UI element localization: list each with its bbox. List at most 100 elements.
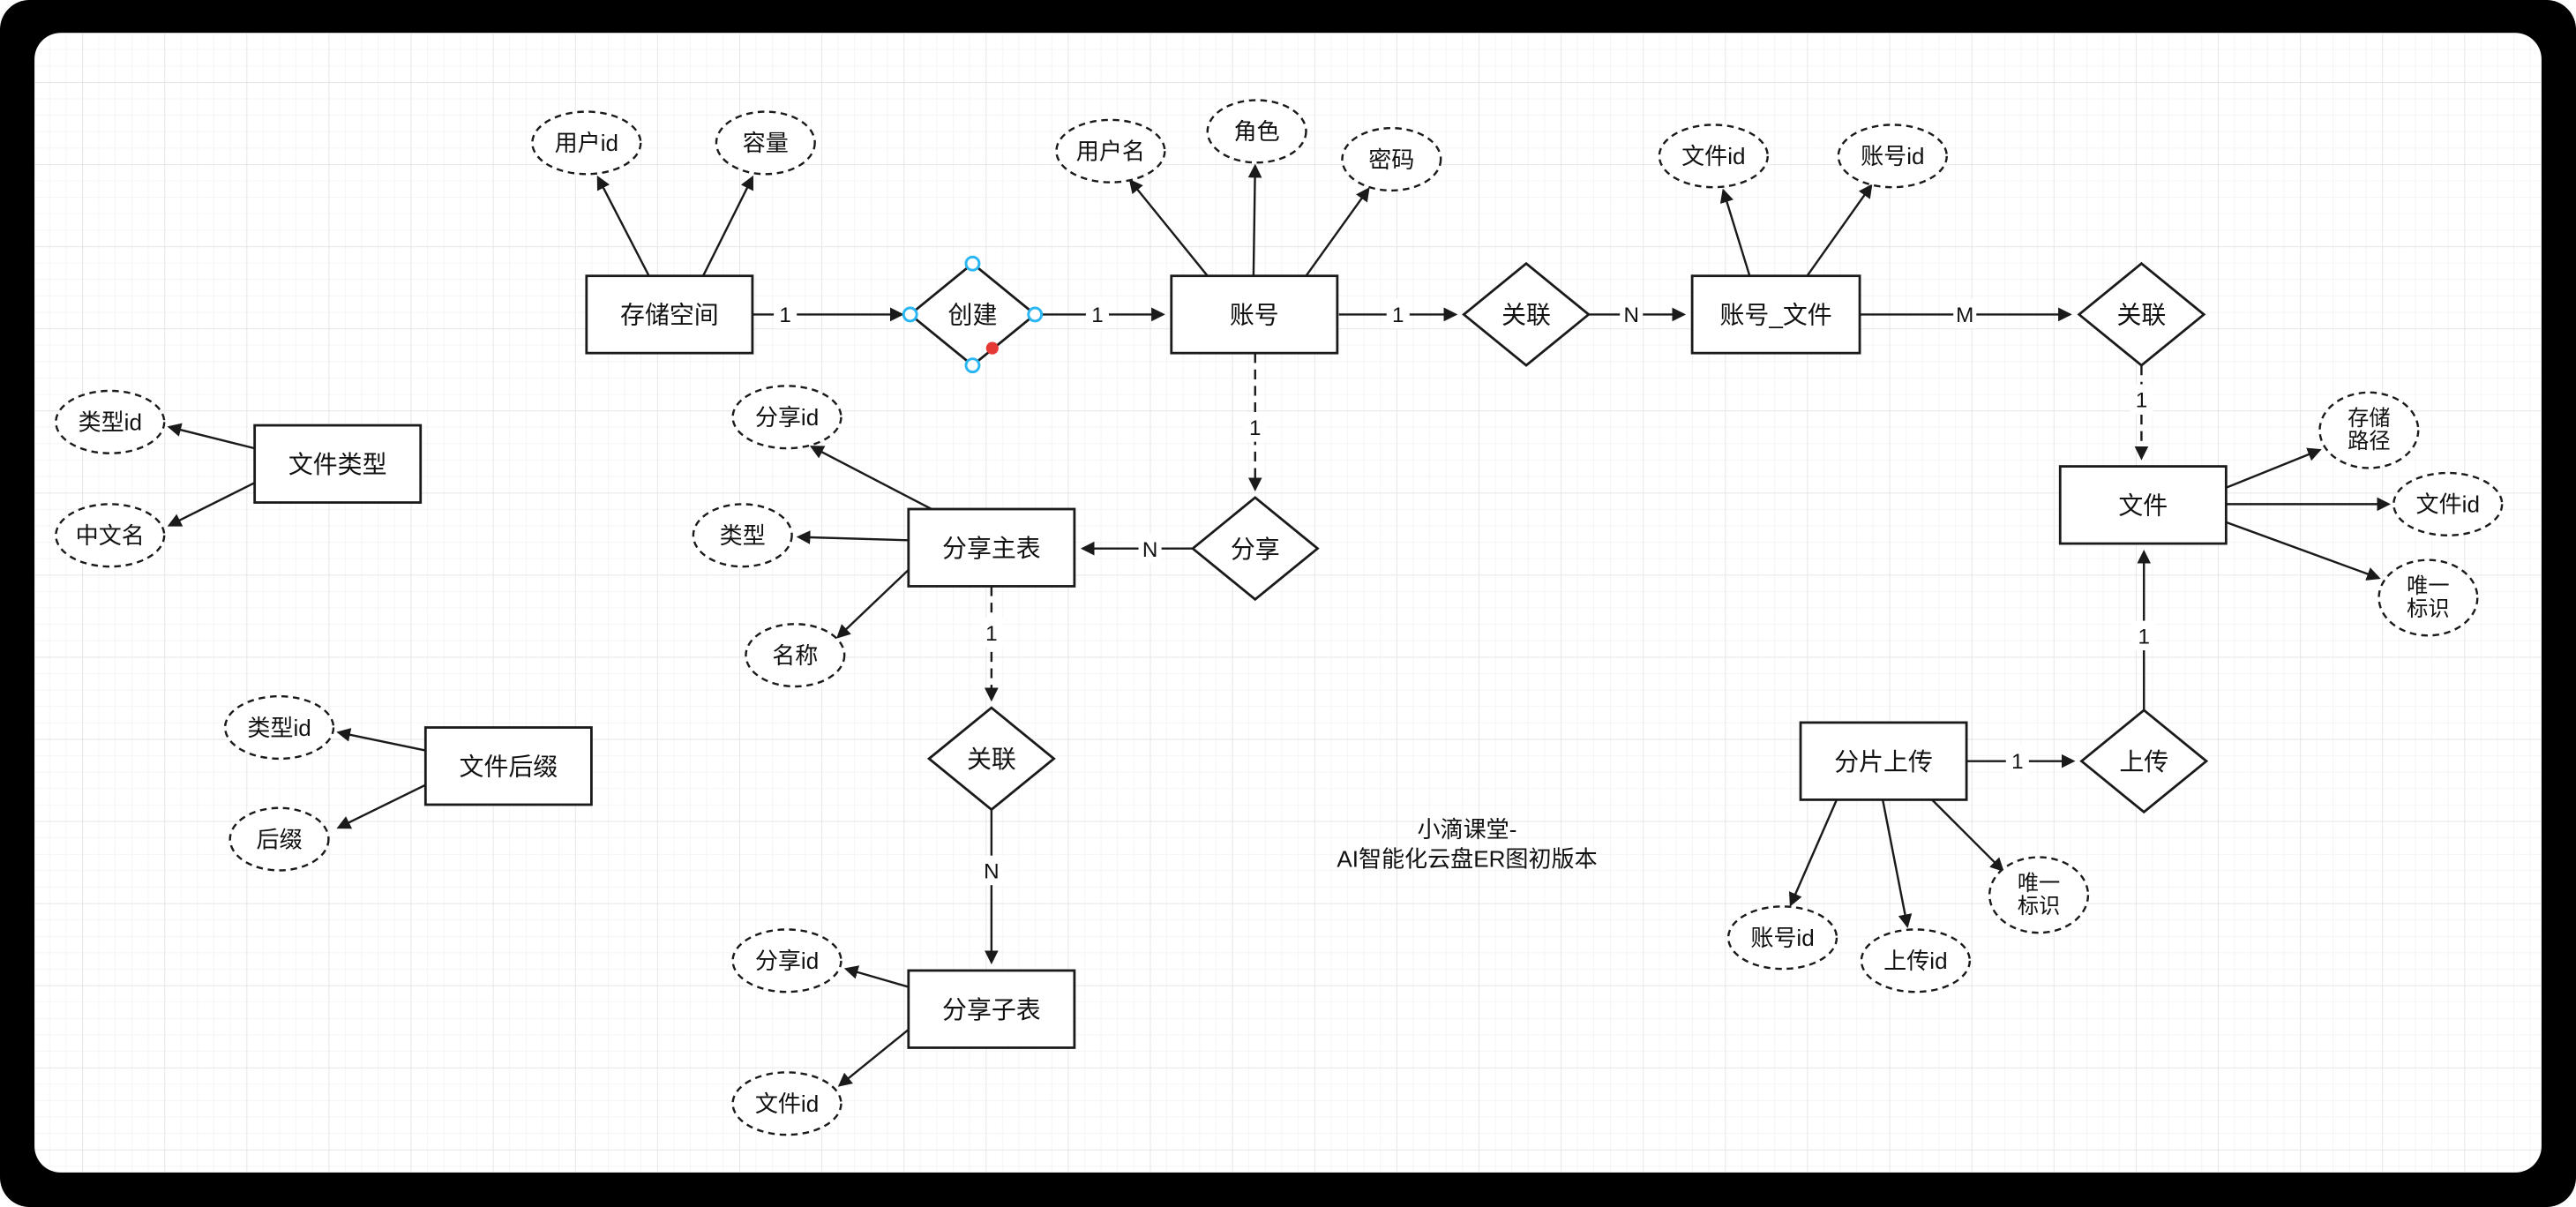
edge-file-storagepath[interactable] [2225, 447, 2322, 489]
attribute-user-id[interactable]: 用户id [531, 110, 642, 176]
edge-chunkupload-unique[interactable] [1931, 798, 2004, 873]
canvas-grid [34, 33, 2542, 1173]
attribute-account-id-b[interactable]: 账号id [1726, 905, 1838, 971]
edge-chunkupload-uploadid[interactable] [1881, 799, 1913, 929]
edge-sharemain-name[interactable] [836, 568, 910, 639]
svg-text:路径: 路径 [2348, 430, 2390, 454]
edge-account-role[interactable] [1247, 163, 1262, 276]
svg-text:唯一: 唯一 [2018, 872, 2060, 896]
edge-file-unique[interactable] [2225, 521, 2381, 581]
selection-handle-right[interactable] [1027, 306, 1044, 323]
svg-text:存储: 存储 [2348, 407, 2390, 431]
relation-upload[interactable]: 上传 [2079, 708, 2209, 814]
attribute-file-id-b[interactable]: 文件id [731, 1071, 842, 1136]
relation-assoc-share[interactable]: 关联 [926, 706, 1056, 812]
relation-share[interactable]: 分享 [1190, 496, 1320, 602]
entity-share-sub[interactable]: 分享子表 [907, 969, 1076, 1049]
entity-chunk-upload[interactable]: 分片上传 [1799, 721, 1968, 801]
cardinality-assoc-accountfile[interactable]: N [1620, 298, 1644, 329]
entity-file[interactable]: 文件 [2058, 465, 2228, 545]
cardinality-chunkupload-upload[interactable]: 1 [2005, 745, 2029, 776]
svg-text:容量: 容量 [743, 130, 789, 156]
svg-text:分享主表: 分享主表 [942, 535, 1041, 562]
edge-filetype-cnname[interactable] [167, 482, 256, 527]
svg-text:文件类型: 文件类型 [288, 451, 387, 478]
attribute-suffix[interactable]: 后缀 [228, 806, 330, 872]
svg-text:账号id: 账号id [1750, 925, 1814, 951]
attributes-layer: 用户id 容量 用户名 角色 密码 文件id 账号id 类型id [55, 99, 2504, 1136]
cardinality-assoc2-file[interactable]: 1 [2130, 384, 2153, 415]
svg-text:1: 1 [1249, 416, 1261, 440]
cardinality-upload-file[interactable]: 1 [2132, 620, 2156, 651]
edge-filetype-typeid[interactable] [167, 423, 255, 450]
attribute-file-id-c[interactable]: 文件id [2393, 471, 2504, 536]
cardinality-create-account[interactable]: 1 [1085, 298, 1110, 329]
entity-share-main[interactable]: 分享主表 [907, 507, 1076, 588]
attribute-unique-a[interactable]: 唯一 标识 [2378, 559, 2479, 637]
edge-sharesub-fileid[interactable] [837, 1029, 910, 1087]
edge-storage-capacity[interactable] [701, 175, 753, 277]
svg-text:文件后缀: 文件后缀 [460, 753, 558, 781]
selection-handle-bottom[interactable] [964, 357, 981, 374]
edge-sharemain-type[interactable] [796, 530, 909, 544]
entity-storage-space[interactable]: 存储空间 [585, 274, 754, 355]
svg-text:类型id: 类型id [247, 715, 311, 741]
selection-handles [902, 255, 1044, 374]
edge-filesuffix-typeid[interactable] [336, 728, 426, 752]
edge-endpoint-dot[interactable] [985, 341, 999, 355]
attribute-cn-name[interactable]: 中文名 [55, 503, 166, 568]
cardinality-sharemain-assoc3[interactable]: 1 [979, 617, 1003, 648]
edge-sharesub-shareid[interactable] [843, 965, 910, 988]
cardinality-assoc3-sharesub[interactable]: N [979, 855, 1003, 886]
entity-account-file[interactable]: 账号_文件 [1690, 274, 1861, 355]
svg-text:上传: 上传 [2119, 748, 2168, 776]
attribute-type-id-a[interactable]: 类型id [55, 389, 166, 454]
canvas[interactable] [34, 33, 2542, 1173]
edge-account-password[interactable] [1305, 187, 1370, 277]
svg-text:1: 1 [2011, 750, 2023, 774]
attribute-type[interactable]: 类型 [692, 503, 793, 568]
attribute-username[interactable]: 用户名 [1055, 118, 1166, 184]
edge-storage-userid[interactable] [596, 175, 650, 277]
edge-accountfile-fileid[interactable] [1719, 188, 1751, 277]
selection-handle-left[interactable] [902, 306, 918, 323]
svg-text:账号_文件: 账号_文件 [1719, 302, 1831, 329]
attribute-upload-id[interactable]: 上传id [1860, 928, 1972, 993]
svg-text:分片上传: 分片上传 [1834, 748, 1933, 776]
attribute-password[interactable]: 密码 [1341, 126, 1442, 192]
entity-account[interactable]: 账号 [1170, 274, 1339, 355]
svg-text:标识: 标识 [2407, 597, 2449, 621]
svg-text:唯一: 唯一 [2407, 574, 2449, 598]
edge-chunkupload-accountid[interactable] [1788, 798, 1838, 907]
attribute-file-id-a[interactable]: 文件id [1658, 124, 1769, 189]
caption-line2: AI智能化云盘ER图初版本 [1337, 846, 1597, 873]
relation-assoc-account-file[interactable]: 关联 [1462, 261, 1591, 367]
cardinality-storage-create[interactable]: 1 [774, 298, 798, 329]
attribute-role[interactable]: 角色 [1206, 99, 1307, 164]
relation-assoc-file[interactable]: 关联 [2077, 261, 2206, 367]
attribute-share-id-b[interactable]: 分享id [731, 928, 842, 993]
entity-file-type[interactable]: 文件类型 [253, 424, 423, 504]
svg-text:创建: 创建 [948, 302, 998, 329]
cardinality-share-sharemain[interactable]: N [1138, 533, 1162, 564]
cardinality-account-assoc[interactable]: 1 [1386, 298, 1410, 329]
edge-filesuffix-suffix[interactable] [336, 783, 426, 829]
cardinality-accountfile-assoc2[interactable]: M [1953, 298, 1977, 329]
edge-account-username[interactable] [1128, 178, 1209, 277]
edge-accountfile-accountid[interactable] [1806, 184, 1873, 277]
svg-text:M: M [1956, 304, 1973, 327]
svg-text:中文名: 中文名 [76, 522, 145, 549]
attribute-name[interactable]: 名称 [745, 623, 846, 688]
entity-file-suffix[interactable]: 文件后缀 [423, 726, 593, 806]
diagram-caption[interactable]: 小滴课堂- AI智能化云盘ER图初版本 [1337, 816, 1597, 872]
svg-text:1: 1 [1091, 304, 1103, 327]
attribute-account-id-a[interactable]: 账号id [1837, 124, 1948, 189]
edge-sharemain-shareid[interactable] [809, 446, 932, 511]
attribute-type-id-b[interactable]: 类型id [223, 694, 335, 761]
selection-handle-top[interactable] [964, 255, 981, 272]
attribute-capacity[interactable]: 容量 [715, 110, 816, 176]
cardinality-account-share[interactable]: 1 [1243, 412, 1267, 442]
attribute-storage-path[interactable]: 存储 路径 [2318, 391, 2420, 469]
attribute-unique-b[interactable]: 唯一 标识 [1988, 856, 2090, 934]
attribute-share-id-a[interactable]: 分享id [731, 385, 842, 450]
